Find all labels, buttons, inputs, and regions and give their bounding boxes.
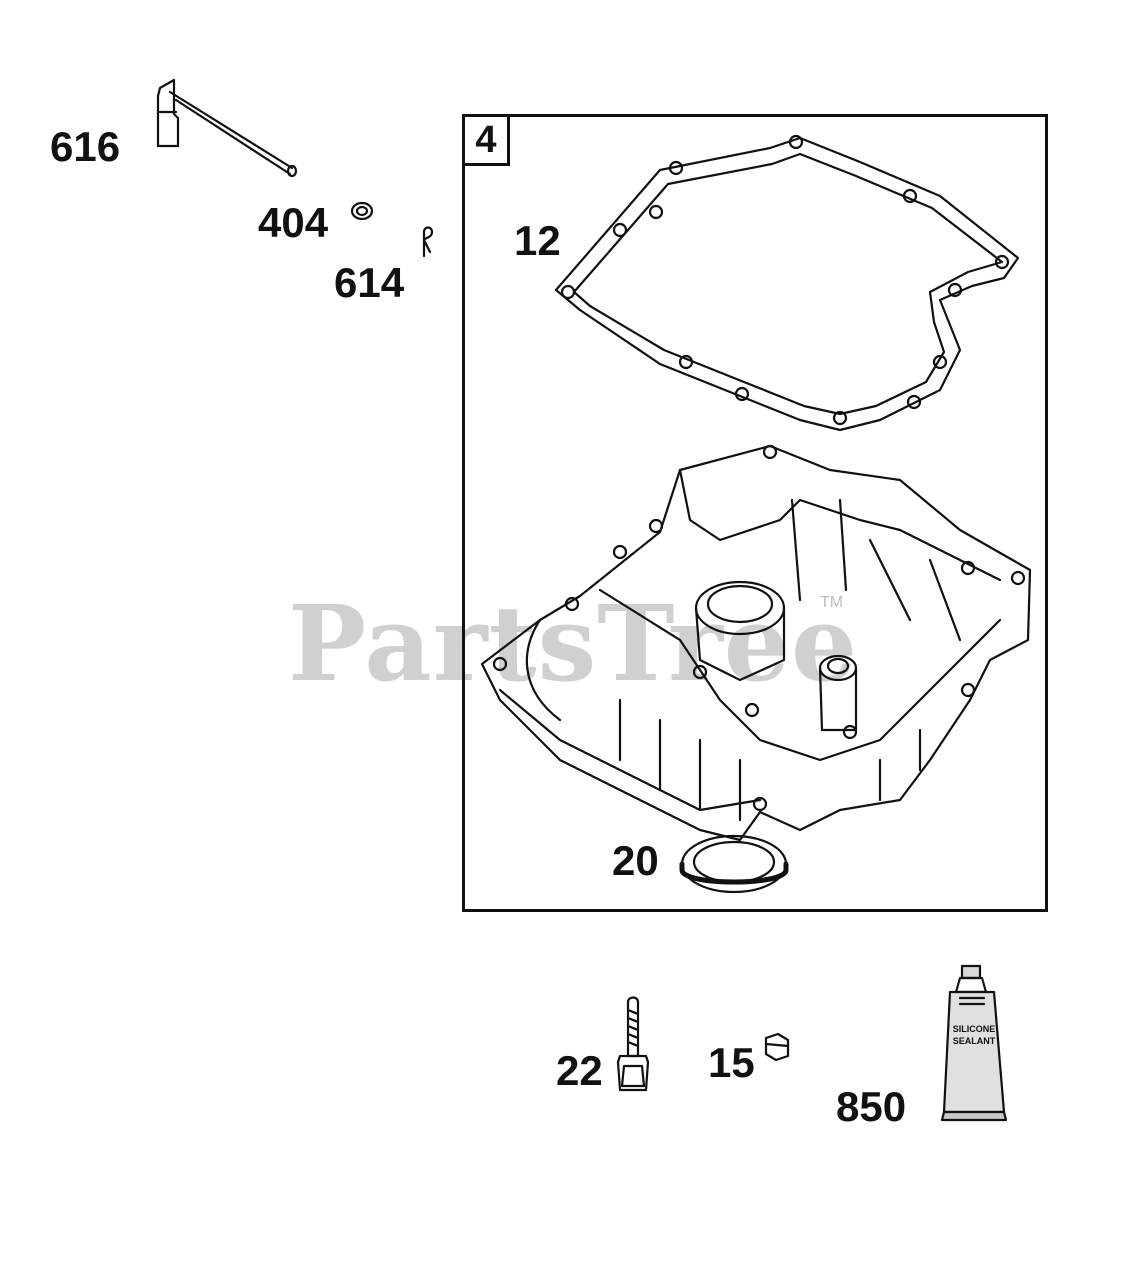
part-label-614[interactable]: 614 — [334, 259, 405, 306]
watermark: PartsTree — [288, 582, 859, 705]
o-ring-drawing[interactable] — [350, 201, 374, 221]
part-label-15[interactable]: 15 — [708, 1039, 755, 1086]
sump-cover-drawing[interactable] — [480, 444, 1032, 842]
bolt-drawing[interactable] — [616, 996, 650, 1092]
kit-frame — [462, 114, 1048, 912]
kit-number[interactable]: 4 — [462, 114, 510, 166]
dipstick-rod-drawing[interactable] — [156, 78, 298, 178]
part-label-404[interactable]: 404 — [258, 199, 329, 246]
gasket-drawing[interactable] — [554, 134, 1020, 432]
part-label-12[interactable]: 12 — [514, 217, 561, 264]
tube-text-line1: SILICONE — [953, 1024, 996, 1034]
tube-text-line2: SEALANT — [953, 1036, 996, 1046]
part-label-616[interactable]: 616 — [50, 123, 121, 170]
clip-drawing[interactable] — [422, 226, 434, 258]
plug-drawing[interactable] — [764, 1032, 790, 1062]
part-label-850[interactable]: 850 — [836, 1083, 907, 1130]
watermark-trademark: TM — [820, 594, 844, 611]
part-label-20[interactable]: 20 — [612, 837, 659, 884]
sealant-tube-drawing[interactable] — [940, 964, 1008, 1122]
oil-seal-drawing[interactable] — [679, 834, 789, 894]
part-label-22[interactable]: 22 — [556, 1047, 603, 1094]
